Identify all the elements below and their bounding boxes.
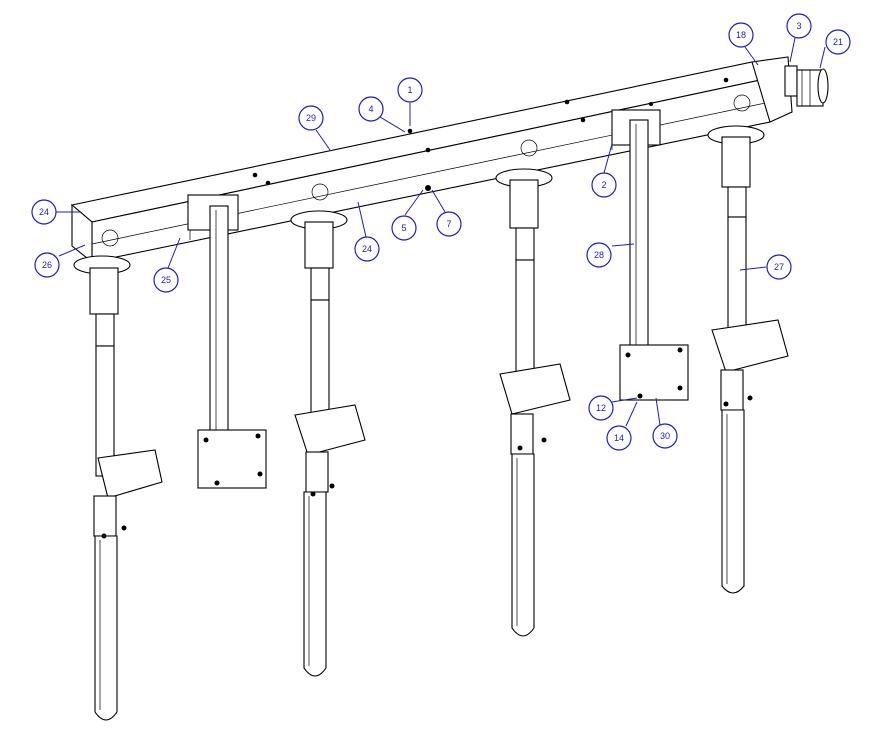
callout-label: 21 — [833, 37, 843, 47]
callout-label: 24 — [362, 244, 372, 254]
hanger-post — [209, 205, 229, 443]
callout-bubble: 2 — [591, 172, 617, 198]
callout-bubble: 3 — [786, 13, 812, 39]
callout-bubble: 14 — [606, 425, 632, 451]
callout-label: 7 — [446, 219, 451, 229]
callout-label: 12 — [596, 403, 606, 413]
hanger-base-plate — [619, 344, 689, 401]
hanger-arm-right — [619, 119, 689, 401]
callout-bubble: 4 — [358, 96, 384, 122]
callout-label: 29 — [306, 113, 316, 123]
callout-bubble: 12 — [588, 395, 614, 421]
callout-bubble: 29 — [298, 105, 324, 131]
callout-label: 18 — [736, 30, 746, 40]
callout-label: 26 — [42, 260, 52, 270]
callout-bubble: 21 — [825, 29, 851, 55]
gearbox-housing — [751, 56, 793, 123]
callout-label: 5 — [401, 223, 406, 233]
hanger-base-plate — [197, 429, 267, 489]
rod-assembly-3 — [495, 168, 571, 637]
callout-label: 2 — [601, 180, 606, 190]
callout-label: 3 — [796, 21, 801, 31]
rod-assembly-2 — [290, 210, 366, 677]
callout-label: 24 — [39, 207, 49, 217]
callout-bubble: 27 — [766, 254, 792, 280]
callout-label: 1 — [407, 85, 412, 95]
callout-bubble: 1 — [397, 77, 423, 103]
callout-bubble: 24 — [31, 199, 57, 225]
callout-bubble: 18 — [728, 22, 754, 48]
callout-label: 25 — [161, 275, 171, 285]
rod-assembly-4 — [707, 125, 789, 594]
hanger-post — [629, 119, 649, 357]
drive-unit — [751, 56, 829, 123]
hanger-arm-left — [197, 205, 267, 489]
coupling — [784, 65, 798, 97]
callout-label: 4 — [368, 104, 373, 114]
callout-bubble: 28 — [586, 242, 612, 268]
callout-label: 28 — [594, 250, 604, 260]
rod-assembly-1 — [73, 255, 163, 721]
callout-bubble: 24 — [354, 236, 380, 262]
callout-bubble: 5 — [391, 215, 417, 241]
callout-bubble: 25 — [153, 267, 179, 293]
callout-bubble: 30 — [652, 423, 678, 449]
beam-front-face — [91, 77, 771, 263]
callout-label: 27 — [774, 262, 784, 272]
callout-label: 14 — [614, 433, 624, 443]
callout-label: 30 — [660, 431, 670, 441]
callout-bubble: 7 — [436, 211, 462, 237]
callout-bubble: 26 — [34, 252, 60, 278]
leader-lines — [56, 37, 826, 427]
